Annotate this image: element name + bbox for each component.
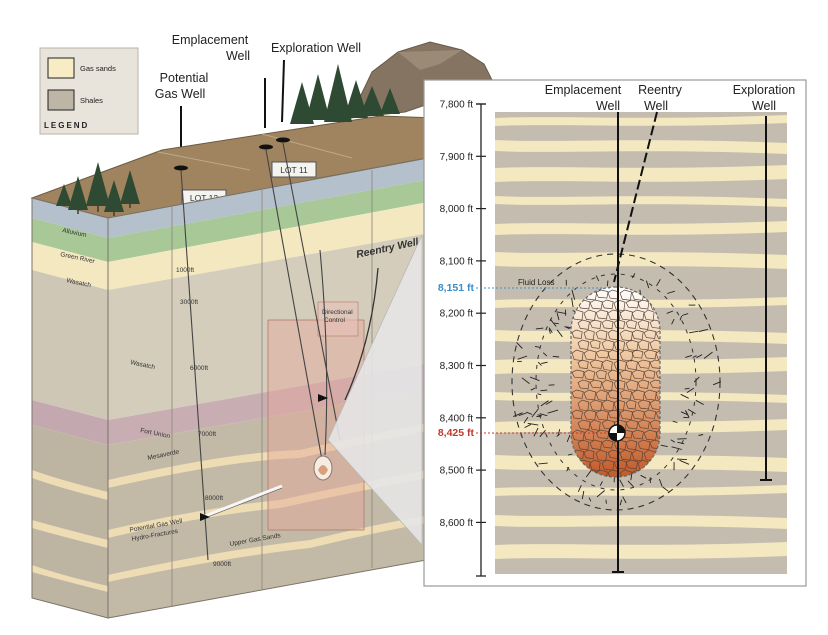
highlight-depth-8151: 8,151 ft	[438, 282, 475, 294]
detail-reentry-label-line2: Well	[644, 99, 668, 113]
detail-emplacement-label-line2: Well	[596, 99, 620, 113]
depth-tick-label: 8,500 ft	[440, 466, 474, 477]
directional-control-label-line2: Control	[324, 317, 346, 324]
depth-label-8000: 8000ft	[205, 495, 223, 502]
detail-panel: 7,800 ft 7,900 ft 8,000 ft 8,100 ft 8,200 ft…	[424, 80, 806, 586]
depth-tick-label: 8,200 ft	[440, 309, 474, 320]
fracture-crack	[540, 390, 547, 391]
depth-tick-label: 7,800 ft	[440, 100, 474, 111]
depth-tick-label: 8,600 ft	[440, 518, 474, 529]
depth-tick-label: 8,100 ft	[440, 256, 474, 267]
legend-label-gas-sands: Gas sands	[80, 64, 116, 73]
depth-label-6000: 6000ft	[190, 365, 208, 372]
highlight-depth-8425: 8,425 ft	[438, 427, 475, 439]
fracture-crack	[606, 500, 607, 504]
fluid-loss-label: Fluid Loss	[518, 278, 554, 287]
pointer-exploration	[282, 60, 284, 122]
depth-label-7000: 7000ft	[198, 431, 216, 438]
fracture-crack	[607, 281, 608, 287]
legend-title: LEGEND	[44, 121, 89, 130]
legend-label-shales: Shales	[80, 96, 103, 105]
depth-label-1000: 1000ft	[176, 267, 194, 274]
potential-gas-well-label-line1: Potential	[160, 71, 209, 85]
depth-label-3000: 3000ft	[180, 299, 198, 306]
emplacement-well-top-label-line1: Emplacement	[172, 33, 249, 47]
legend-swatch-gas-sands	[48, 58, 74, 78]
emplacement-well-top-label-line2: Well	[226, 49, 250, 63]
detail-reentry-label-line1: Reentry	[638, 83, 683, 97]
exploration-well-head	[276, 138, 290, 143]
fracture-crack	[677, 459, 687, 460]
detail-emplacement-label-line1: Emplacement	[545, 83, 622, 97]
detail-exploration-label-line2: Well	[752, 99, 776, 113]
depth-tick-label: 8,400 ft	[440, 413, 474, 424]
potential-gas-well-label-line2: Gas Well	[155, 87, 205, 101]
block-front-face	[32, 198, 108, 618]
device-marker	[609, 425, 625, 441]
legend-swatch-shales	[48, 90, 74, 110]
fracture-crack	[554, 323, 559, 324]
detail-exploration-label-line1: Exploration	[733, 83, 796, 97]
depth-tick-label: 8,300 ft	[440, 361, 474, 372]
depth-tick-label: 8,000 ft	[440, 204, 474, 215]
legend: Gas sands Shales LEGEND	[40, 48, 138, 134]
emplacement-well-head	[259, 145, 273, 150]
depth-label-9000: 9000ft	[213, 561, 231, 568]
directional-control-label-line1: Directional	[322, 309, 353, 316]
exploration-well-top-label: Exploration Well	[271, 41, 361, 55]
depth-tick-label: 7,900 ft	[440, 152, 474, 163]
lot-11-label: LOT 11	[280, 165, 308, 175]
potential-well-head	[174, 166, 188, 171]
